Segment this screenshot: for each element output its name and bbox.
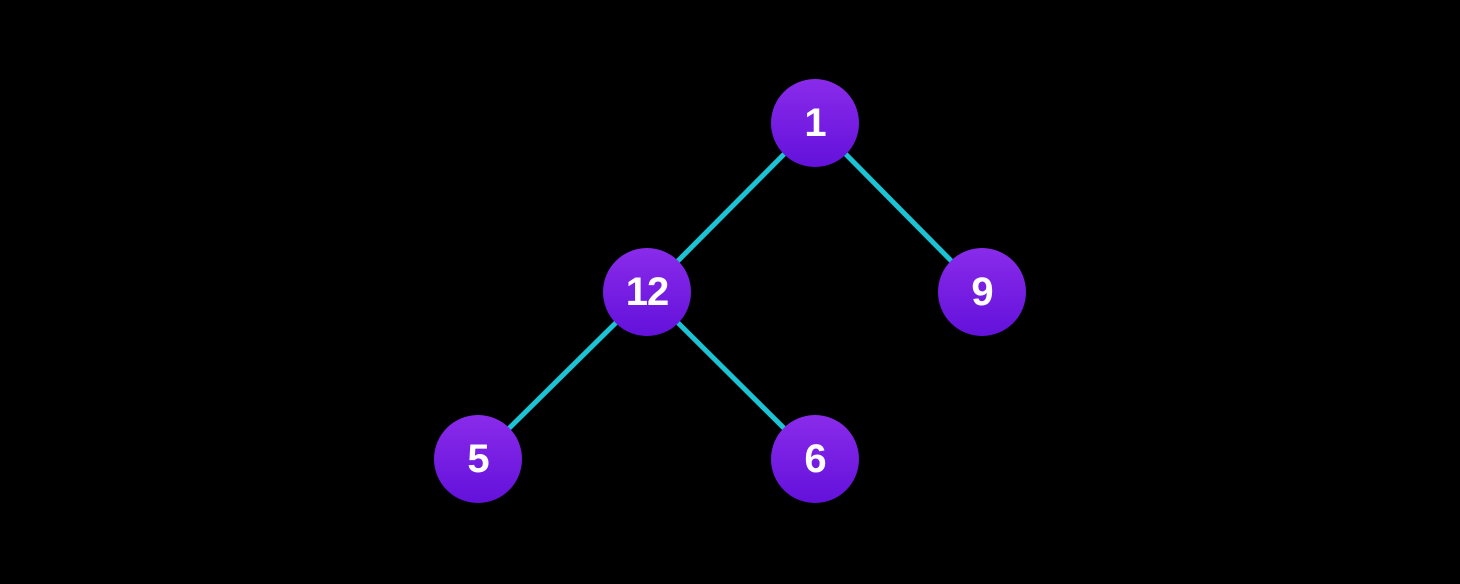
tree-node-9: 9 [938,248,1026,336]
tree-node-label: 6 [804,436,826,481]
tree-node-label: 1 [804,100,826,145]
tree-node-1: 1 [771,79,859,167]
tree-node-6: 6 [771,415,859,503]
tree-node-label: 9 [971,269,993,314]
tree-node-label: 12 [625,269,669,314]
tree-node-label: 5 [467,436,489,481]
tree-node-12: 12 [603,248,691,336]
tree-node-5: 5 [434,415,522,503]
